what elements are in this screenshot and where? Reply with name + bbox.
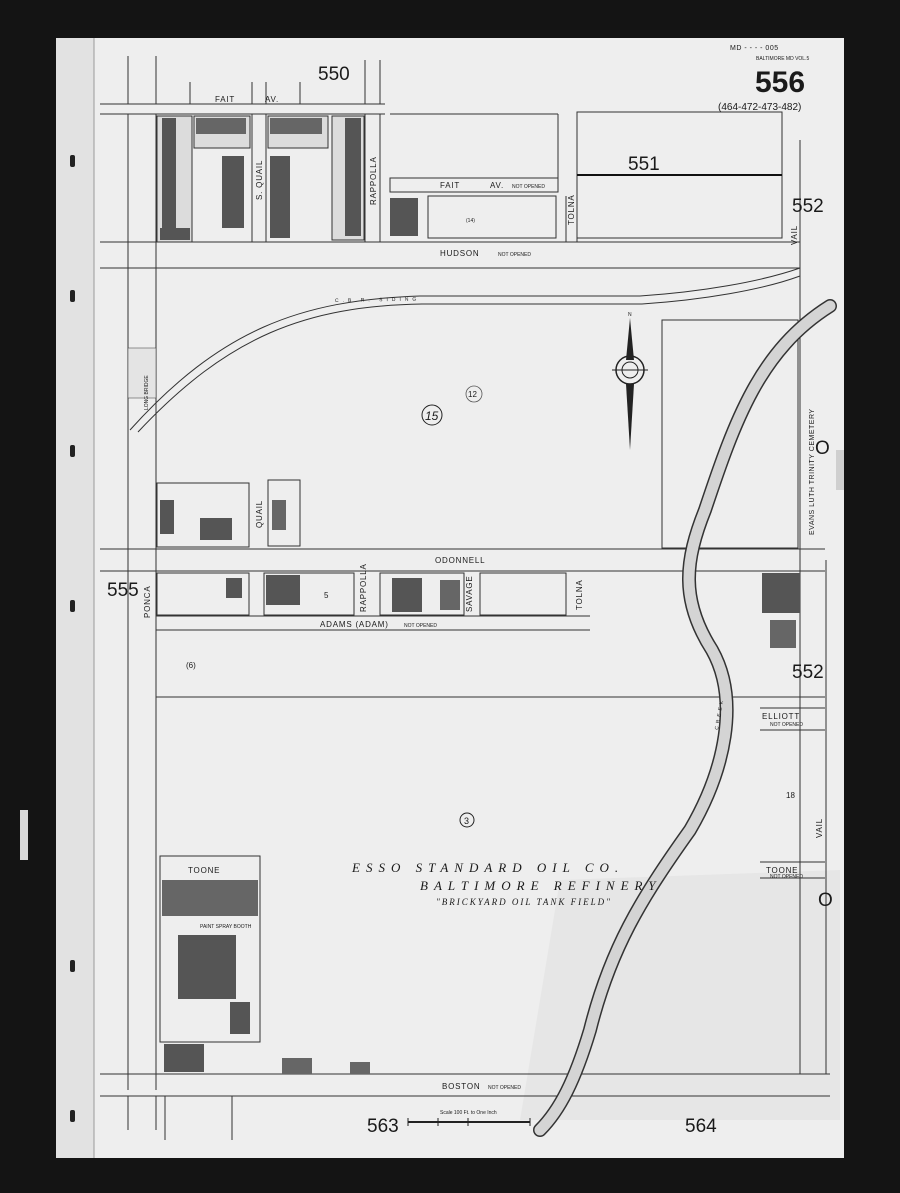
street-fait-note: NOT OPENED (512, 184, 545, 190)
adjacent-page-right-middle: 552 (792, 662, 824, 683)
block-12-mark (465, 385, 483, 403)
street-odonnell: ODONNELL (435, 556, 485, 565)
street-toone-note: NOT OPENED (770, 874, 803, 880)
scale-bar (407, 1118, 531, 1126)
street-rappolla: RAPPOLLA (369, 156, 378, 205)
long-bridge-label: LONG BRIDGE (144, 375, 150, 410)
street-tolna-north: TOLNA (567, 194, 576, 225)
company-line-3: "BRICKYARD OIL TANK FIELD" (436, 897, 612, 907)
long-bridge (127, 347, 157, 399)
block-14 (427, 195, 557, 239)
street-elliott: ELLIOTT (762, 712, 800, 721)
adjacent-page-top-right: 551 (628, 154, 660, 175)
page-tab (836, 450, 844, 490)
railway-label: C.B.R. SIDING (335, 297, 420, 304)
block-15: 15 (425, 409, 439, 423)
street-fait-west: FAIT (215, 95, 235, 104)
block-3: 3 (464, 816, 469, 826)
street-hudson-note: NOT OPENED (498, 252, 531, 258)
street-boston-note: NOT OPENED (488, 1085, 521, 1091)
street-vail-north: VAIL (790, 225, 799, 245)
block-5: 5 (324, 591, 329, 600)
street-fait-east: FAIT (440, 181, 460, 190)
odonnell-north-blocks (156, 479, 301, 548)
letter-o-upper: O (815, 438, 830, 459)
compass-north-letter: N (628, 312, 632, 318)
adjacent-page-bottom-right: 564 (685, 1116, 717, 1137)
adjacent-page-right-upper: 552 (792, 196, 824, 217)
adjacent-page-bottom-left: 563 (367, 1116, 399, 1137)
toone-factory (159, 855, 370, 1074)
block-3-mark (459, 812, 475, 828)
binding-margin (56, 38, 94, 1158)
cemetery-label: EVANS LUTH TRINITY CEMETERY (809, 408, 816, 535)
header-code: MD - - - - 005 (730, 45, 779, 52)
letter-o-lower: O (818, 890, 833, 911)
street-rappolla-south: RAPPOLLA (359, 563, 368, 612)
street-hudson: HUDSON (440, 249, 479, 258)
street-elliott-note: NOT OPENED (770, 722, 803, 728)
block-18: 18 (786, 791, 795, 800)
street-adams: ADAMS (ADAM) (320, 620, 389, 629)
street-toone-west: TOONE (188, 866, 220, 875)
street-vail-south: VAIL (815, 818, 824, 838)
cemetery-block (661, 319, 799, 549)
adjacent-page-top: 550 (318, 64, 350, 85)
header-place: BALTIMORE MD VOL.5 (756, 56, 809, 62)
street-fait-east-suffix: AV. (490, 181, 504, 190)
page-number: 556 (755, 66, 805, 99)
street-boston: BOSTON (442, 1082, 480, 1091)
block-6: (6) (186, 661, 196, 670)
street-ponca: PONCA (143, 586, 152, 618)
street-tolna-south: TOLNA (575, 579, 584, 610)
adjacent-page-left: 555 (107, 580, 139, 601)
paint-shop-label: PAINT SPRAY BOOTH (200, 924, 252, 930)
street-lines (100, 56, 830, 1140)
scale-note: Scale 100 Ft. to One Inch (440, 1110, 497, 1116)
rowhouses-north (156, 115, 418, 243)
binding-holes (70, 155, 75, 1122)
fait-east-row (389, 177, 559, 193)
odonnell-south-blocks (156, 572, 800, 648)
block-14: (14) (466, 218, 475, 224)
block-15-mark (421, 404, 443, 426)
street-fait-west-suffix: AV. (265, 95, 279, 104)
company-line-2: BALTIMORE REFINERY (420, 878, 661, 893)
paper-patch (520, 870, 840, 1120)
creek-label: CREEK (714, 698, 726, 731)
company-line-1: ESSO STANDARD OIL CO. (351, 860, 624, 875)
adjoining-sheets: (464-472-473-482) (718, 102, 801, 113)
compass-rose (612, 318, 648, 450)
street-savage: SAVAGE (465, 575, 474, 612)
block-12: 12 (468, 390, 477, 399)
railway-siding-line-2 (137, 275, 801, 433)
street-quail: QUAIL (255, 500, 264, 528)
street-adams-note: NOT OPENED (404, 623, 437, 629)
scan-glare (20, 810, 28, 860)
street-toone-east: TOONE (766, 866, 798, 875)
creek-water (534, 300, 836, 1136)
street-s-quail: S. QUAIL (255, 160, 264, 200)
railway-siding-line-1 (129, 267, 801, 431)
